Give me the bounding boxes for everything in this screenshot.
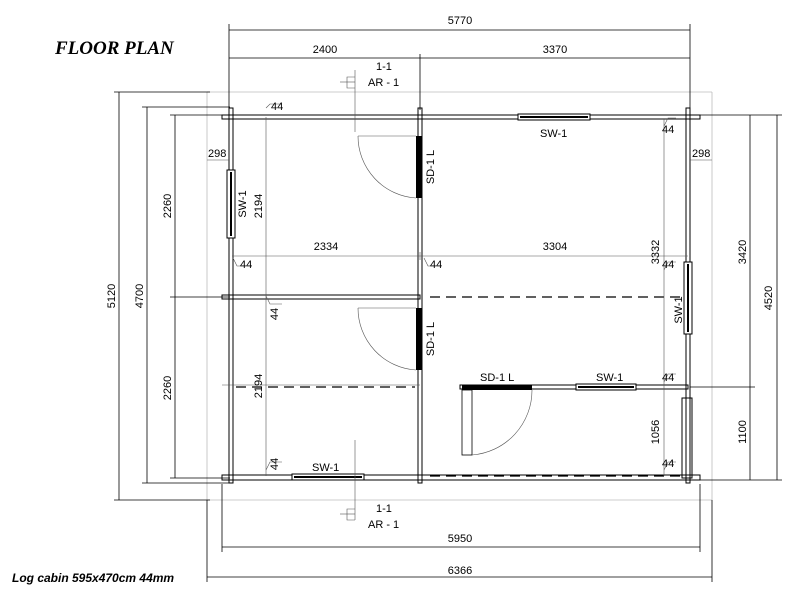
section-marker-top — [340, 70, 356, 132]
door-label: SD-1 L — [425, 322, 437, 356]
dim-room-lower: 2194 — [253, 374, 265, 398]
window-porch — [575, 383, 637, 391]
dim-porch: 1056 — [650, 420, 662, 444]
door-porch — [461, 385, 533, 456]
hidden-lines — [236, 296, 684, 477]
dim-overhang-left: 298 — [208, 148, 226, 160]
dim-right-outer: 4520 — [763, 286, 775, 310]
wall-thickness-label: 44 — [269, 308, 281, 320]
dim-left-inner: 4700 — [134, 284, 146, 308]
dim-right-room: 3332 — [650, 240, 662, 264]
window-bottom — [291, 473, 365, 481]
window-label: SW-1 — [237, 190, 249, 217]
door-upper — [357, 135, 422, 199]
dim-top-right: 3370 — [543, 44, 567, 56]
section-marker-bottom — [340, 440, 356, 521]
wall-thickness-label: 44 — [662, 372, 674, 384]
window-label: SW-1 — [312, 462, 339, 474]
dimension-lines — [114, 24, 782, 582]
wall-thickness-label: 44 — [662, 124, 674, 136]
dim-bottom-inner: 5950 — [448, 533, 472, 545]
dim-overall-top: 5770 — [448, 15, 472, 27]
dim-top-left: 2400 — [313, 44, 337, 56]
dim-left-outer: 5120 — [106, 284, 118, 308]
wall-thickness-label: 44 — [662, 458, 674, 470]
dim-left-lower: 2260 — [162, 376, 174, 400]
section-ref-bottom: AR - 1 — [368, 519, 399, 531]
dim-bottom-outer: 6366 — [448, 565, 472, 577]
wall-thickness-label: 44 — [271, 101, 283, 113]
dim-left-upper: 2260 — [162, 194, 174, 218]
door-label: SD-1 L — [480, 372, 514, 384]
wall-thickness-label: 44 — [662, 259, 674, 271]
window-label: SW-1 — [673, 296, 685, 323]
wall-markers — [232, 103, 676, 471]
door-lower — [357, 307, 422, 371]
section-label-bottom: 1-1 — [376, 503, 392, 515]
dim-right-upper: 3420 — [737, 240, 749, 264]
window-left — [226, 169, 236, 239]
extent-lines — [206, 91, 713, 501]
wall-thickness-label: 44 — [430, 259, 442, 271]
dim-inner-left: 2334 — [314, 241, 338, 253]
window-label: SW-1 — [596, 372, 623, 384]
page-title: FLOOR PLAN — [55, 38, 174, 59]
plan-caption: Log cabin 595x470cm 44mm — [12, 571, 175, 585]
wall-thickness-label: 44 — [240, 259, 252, 271]
door-label: SD-1 L — [425, 150, 437, 184]
walls — [221, 107, 701, 484]
window-label: SW-1 — [540, 128, 567, 140]
window-top — [517, 113, 591, 121]
dim-overhang-right: 298 — [692, 148, 710, 160]
dim-right-lower: 1100 — [737, 420, 749, 444]
section-ref-top: AR - 1 — [368, 77, 399, 89]
wall-thickness-label: 44 — [269, 458, 281, 470]
dim-room-upper: 2194 — [253, 194, 265, 218]
dim-inner-right: 3304 — [543, 241, 567, 253]
section-label-top: 1-1 — [376, 61, 392, 73]
window-right — [683, 261, 693, 335]
